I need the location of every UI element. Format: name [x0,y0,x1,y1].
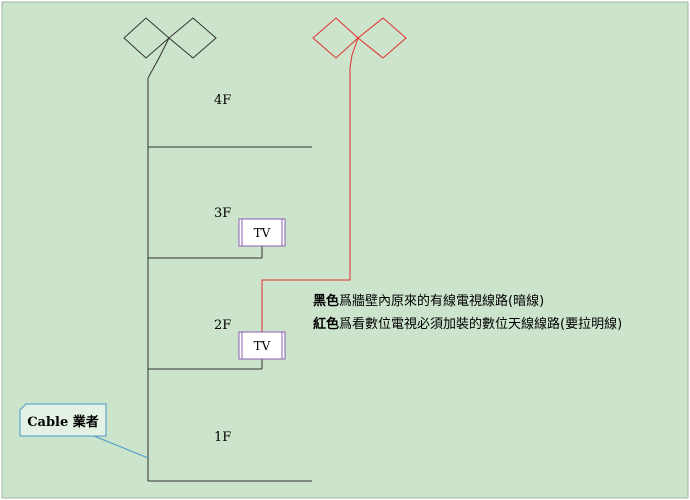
existing-antenna-icon [123,17,217,79]
digital-antenna-icon [312,17,407,69]
floor-label-4f: 4F [214,93,231,108]
legend-key-red: 紅色 [313,316,339,332]
floor-label-1f: 1F [214,430,231,445]
floor-label-3f: 3F [214,206,231,221]
legend-key-black: 黑色 [313,293,339,309]
digital-antenna-cable [261,68,351,332]
legend-line-red: 紅色爲看數位電視必須加裝的數位天線線路(要拉明線) [313,316,622,332]
tv-3f: TV [238,218,286,247]
floor-label-2f: 2F [214,318,231,333]
tv-2f-label: TV [254,339,271,353]
existing-cable-wiring [147,78,312,482]
legend-text-red: 爲看數位電視必須加裝的數位天線線路(要拉明線) [339,316,622,332]
legend: 黑色爲牆壁內原來的有線電視線路(暗線) 紅色爲看數位電視必須加裝的數位天線線路(… [313,293,622,332]
cable-provider-callout: Cable 業者 [19,403,149,459]
tv-3f-label: TV [254,226,271,240]
cable-provider-label: Cable 業者 [27,414,99,430]
legend-line-black: 黑色爲牆壁內原來的有線電視線路(暗線) [313,293,544,309]
tv-2f: TV [238,331,286,360]
legend-text-black: 爲牆壁內原來的有線電視線路(暗線) [339,293,544,309]
